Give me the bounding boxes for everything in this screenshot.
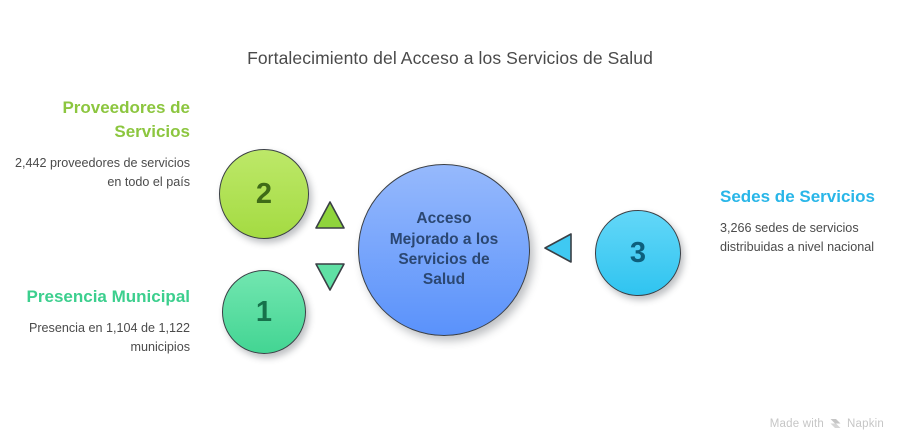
node-circle-2[interactable]: 2 [219,149,309,239]
callout-body-proveedores: 2,442 proveedores de servicios en todo e… [14,156,190,190]
node-number-1: 1 [255,295,273,328]
napkin-logo-icon [830,419,841,428]
triangle-up-icon [315,201,345,229]
callout-heading-proveedores: Proveedores de Servicios [62,98,190,142]
watermark-brand: Napkin [847,417,884,430]
callout-body-sedes: 3,266 sedes de servicios distribuidas a … [720,221,875,255]
made-with-napkin-watermark: Made with Napkin [770,417,884,430]
callout-presencia-municipal: Presencia Municipal Presencia en 1,104 d… [8,285,190,357]
node-circle-3[interactable]: 3 [595,210,681,296]
callout-sedes-de-servicios: Sedes de Servicios 3,266 sedes de servic… [720,185,900,257]
callout-heading-sedes: Sedes de Servicios [720,187,875,206]
center-hub-label: Acceso Mejorado a los Servicios de Salud [389,210,499,289]
callout-heading-presencia: Presencia Municipal [26,287,190,306]
callout-body-presencia: Presencia en 1,104 de 1,122 municipios [28,321,190,355]
watermark-text: Made with [769,417,824,430]
node-number-3: 3 [629,236,647,269]
callout-proveedores-de-servicios: Proveedores de Servicios 2,442 proveedor… [8,96,190,193]
page-title: Fortalecimiento del Acceso a los Servici… [247,48,653,68]
node-number-2: 2 [255,177,273,210]
triangle-down-icon [315,263,345,291]
node-circle-1[interactable]: 1 [222,270,306,354]
triangle-left-icon [544,233,572,263]
center-hub-circle[interactable]: Acceso Mejorado a los Servicios de Salud [358,164,530,336]
